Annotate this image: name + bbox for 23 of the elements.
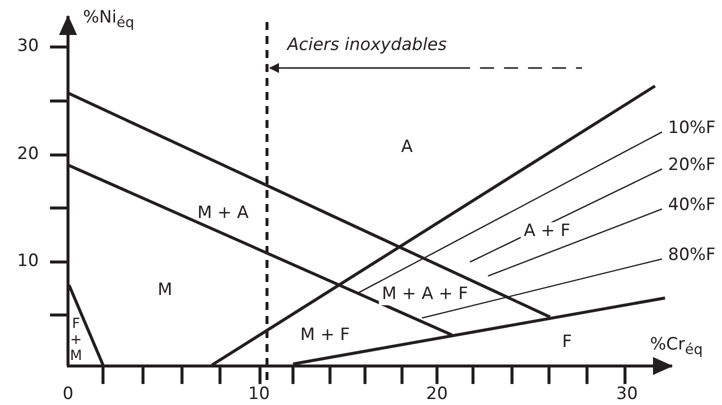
region-label: M <box>158 281 172 301</box>
leader-line <box>422 258 662 319</box>
tick-label: 30 <box>616 385 638 405</box>
tick-label: 0 <box>62 385 74 405</box>
tick-label: 20 <box>426 385 448 405</box>
tick-label: 20 <box>17 145 39 165</box>
region-label: F + M <box>69 316 83 364</box>
region-label: A <box>401 138 413 158</box>
region-label: M + A <box>197 204 249 224</box>
tick-label: 10 <box>248 385 270 405</box>
iso-ferrite-label: 80%F <box>668 245 716 265</box>
annotation-text: Aciers inoxydables <box>287 36 447 56</box>
region-label: F <box>562 333 572 353</box>
iso-ferrite-label: 20%F <box>668 155 716 175</box>
tick-label: 10 <box>17 252 39 272</box>
axis-title: %Ni$_{éq}$ <box>83 8 134 32</box>
region-label: M + F <box>300 326 350 346</box>
tick-label: 30 <box>17 37 39 57</box>
leader-line <box>358 131 662 294</box>
axis-title: %Cr$_{éq}$ <box>650 336 703 358</box>
iso-ferrite-label: 10%F <box>668 118 716 138</box>
iso-ferrite-label: 40%F <box>668 195 716 215</box>
leader-line <box>488 208 662 277</box>
